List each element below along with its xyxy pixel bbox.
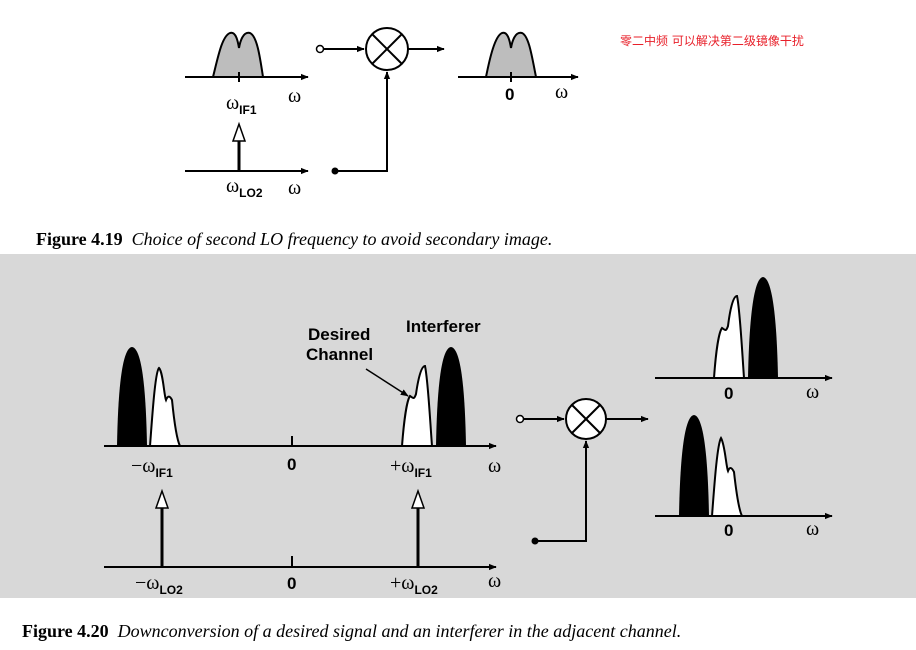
label-out1-zero: 0 [724,384,734,403]
label-neg-omega-if1: −ωIF1 [131,455,173,480]
interferer-pos [436,347,466,446]
out1-interferer [748,277,778,378]
label-neg-omega-lo2: −ωLO2 [135,572,183,597]
label-omega-bottom: ω [488,570,502,592]
out2-interferer [679,415,709,516]
label-omega-axis2: ω [288,177,302,199]
interferer-neg [117,347,147,446]
desired-neg [148,366,182,447]
desired-pointer [365,368,409,397]
label-omega-top: ω [488,455,502,477]
label-channel: Channel [306,345,374,364]
spectrum-output [484,31,538,78]
spectrum-input [211,31,265,78]
label-omega-if1: ωIF1 [226,92,257,117]
chinese-annotation: 零二中频 可以解决第二级镜像干扰 [620,34,804,48]
label-out2-omega: ω [806,518,820,540]
mixer-input-port [315,44,325,54]
label-omega-output: ω [555,81,569,103]
mixer2-input-port [515,414,525,424]
impulse-lo2-head [231,121,247,142]
label-out2-zero: 0 [724,521,734,540]
label-interferer: Interferer [406,317,481,336]
caption-figure-4-20: Figure 4.20 Downconversion of a desired … [22,621,682,641]
label-zero-top: 0 [287,455,297,474]
label-zero-bottom: 0 [287,574,297,593]
label-omega-axis1: ω [288,85,302,107]
out1-desired [712,294,746,379]
label-desired: Desired [308,325,371,344]
label-zero-output: 0 [505,85,515,104]
desired-pos [400,364,434,447]
label-pos-omega-if1: +ωIF1 [390,455,432,480]
caption-figure-4-19: Figure 4.19 Choice of second LO frequenc… [36,229,553,249]
label-out1-omega: ω [806,381,820,403]
label-pos-omega-lo2: +ωLO2 [390,572,438,597]
label-omega-lo2: ωLO2 [226,175,263,200]
out2-desired [710,435,744,517]
